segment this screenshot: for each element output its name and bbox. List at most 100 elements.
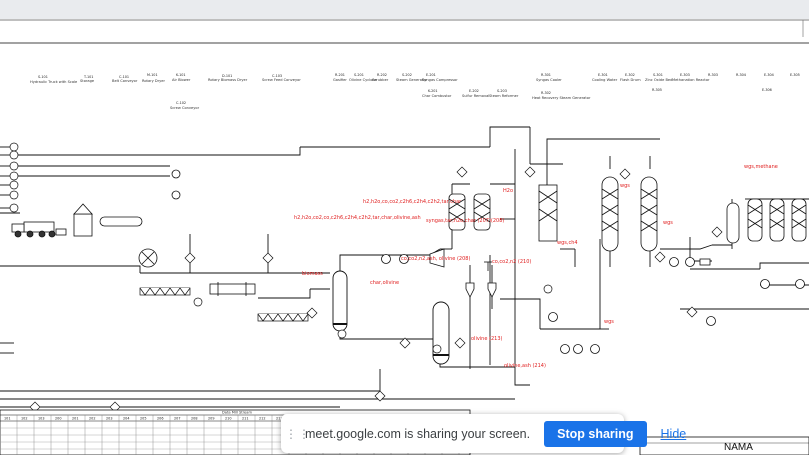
equipment-name: Syngas Compressor <box>422 78 458 82</box>
rotary-dryer-icon <box>138 248 158 268</box>
equipment-tag: R-202 <box>377 73 387 77</box>
equipment-tag: M-101 <box>147 73 158 77</box>
equipment-name: Sulfur Removal <box>462 94 489 98</box>
stream-label-wgs-3: wgs <box>604 319 614 325</box>
equipment-tag: S-101 <box>38 75 48 79</box>
equipment-name: Rotary Dryer <box>142 79 165 83</box>
equipment-name: Screw Conveyor <box>170 106 200 110</box>
stream-id: 209 <box>208 417 214 421</box>
equipment-name: Screw Feed Conveyor <box>262 78 301 82</box>
stream-label-gas-a: h2,h2o,co2,co,c2h6,c2h4,c2h2,tar,char,ol… <box>294 215 421 221</box>
equipment-name: Hydraulic Truck with Scale <box>30 80 78 84</box>
stream-id: 212 <box>259 417 265 421</box>
equipment-name: Olivine Cyclone <box>349 78 378 82</box>
equipment-tag: C-103 <box>272 74 282 78</box>
stream-id: 210 <box>225 417 231 421</box>
stream-id: 205 <box>140 417 146 421</box>
equipment-name: Heat Recovery Steam Generator <box>532 96 591 100</box>
equipment-tag: E-302 <box>625 73 635 77</box>
stream-number-tags <box>29 166 723 413</box>
equipment-tag: E-201 <box>426 73 436 77</box>
equipment-tag: R-304 <box>736 73 746 77</box>
stream-id: 203 <box>106 417 112 421</box>
equipment-name: Gasifier <box>333 78 347 82</box>
blower-icon <box>171 169 181 200</box>
equipment-name: Belt Conveyor <box>112 79 138 83</box>
equipment-name: Storage <box>80 79 95 83</box>
equipment-tag: E-305 <box>790 73 800 77</box>
stop-sharing-button[interactable]: Stop sharing <box>544 420 647 447</box>
syngas-cooler <box>538 184 558 242</box>
equipment-tag: E-304 <box>764 73 774 77</box>
document-viewer: S-101 T-101 C-101 M-101 K-101 C-102 D-10… <box>0 19 809 455</box>
stream-id: 206 <box>157 417 163 421</box>
valve-icon <box>484 258 711 271</box>
stream-label-wgs-2: wgs <box>663 220 673 226</box>
equipment-tag: R-302 <box>541 91 551 95</box>
equipment-tag: E-303 <box>680 73 690 77</box>
belt-conveyor-icon <box>99 216 143 227</box>
equipment-tag: D-101 <box>222 74 232 78</box>
rotary-biomass-dryer-icon <box>209 282 256 296</box>
stream-id: 207 <box>174 417 180 421</box>
cyclone-icon <box>465 282 497 298</box>
stream-label-co: co,co2,n2 (210) <box>492 259 531 265</box>
equipment-tag: E-306 <box>762 88 772 92</box>
stream-label-syngas: syngas,tar,h2o,char (207)(208) <box>426 218 504 224</box>
heat-exchanger-icon <box>381 254 805 354</box>
equipment-tag: K-201 <box>428 89 438 93</box>
stream-annotations: h2,h2o,co2,co,c2h6,c2h4,c2h2,tar,char,ol… <box>294 164 778 369</box>
stream-id: 208 <box>191 417 197 421</box>
stream-id: 202 <box>89 417 95 421</box>
column-1 <box>601 176 658 252</box>
stream-id: 200 <box>55 417 61 421</box>
stream-label-wgs-methane: wgs,methane <box>744 164 778 170</box>
equipment-name: Char Combustor <box>422 94 452 98</box>
stream-label-char-olivine: char,olivine <box>370 280 399 286</box>
equipment-tag: S-203 <box>497 89 507 93</box>
stream-number-circles <box>9 142 553 354</box>
stream-label-h2o: H2o <box>503 188 513 194</box>
equipment-tag: S-301 <box>653 73 663 77</box>
equipment-name: Scrubber <box>372 78 389 82</box>
equipment-tag: R-305 <box>652 88 662 92</box>
stream-label-wgs-1: wgs <box>620 183 630 189</box>
equipment-tag: K-101 <box>176 73 186 77</box>
equipment-name: Cooling Water <box>592 78 618 82</box>
stream-id: 101 <box>4 417 10 421</box>
equipment-tag: C-101 <box>119 75 129 79</box>
equipment-tag: S-201 <box>354 73 364 77</box>
stream-id: 213 <box>276 417 282 421</box>
hide-link[interactable]: Hide <box>660 426 687 441</box>
table-title: Data Mill Stream <box>222 411 252 415</box>
top-strip <box>0 0 809 20</box>
equipment-name: Zinc Oxide Bed <box>645 78 672 82</box>
stream-id: 211 <box>242 417 248 421</box>
stream-id: 103 <box>38 417 44 421</box>
stream-id: 204 <box>123 417 129 421</box>
combustor-vessel <box>432 301 450 365</box>
drag-handle-icon[interactable]: ⋮⋮ <box>285 426 311 441</box>
title-block-name: NAMA <box>724 442 753 453</box>
stream-label-olivine-ash: olivine,ash (214) <box>504 363 546 369</box>
equipment-tag: E-202 <box>469 89 479 93</box>
stream-label-wgs-ch4: wgs,ch4 <box>557 240 578 246</box>
stream-label-biomass: biomass <box>302 271 323 277</box>
stream-label-gas-b: h2,h2o,co,co2,c2h6,c2h4,c2h2,tar,char <box>363 199 462 205</box>
screw-conveyor-icon <box>139 287 309 322</box>
equipment-name: Methanation Reactor <box>672 78 710 82</box>
equipment-name: Air Blower <box>172 78 191 82</box>
truck-icon <box>11 221 67 238</box>
equipment-name: Rotary Biomass Dryer <box>208 78 248 82</box>
reformer-reactor <box>448 193 491 231</box>
stream-id: 201 <box>72 417 78 421</box>
storage-tank-icon <box>73 203 93 237</box>
stream-label-olivine: olivine (213) <box>471 336 503 342</box>
equipment-name: Steam Reformer <box>489 94 519 98</box>
equipment-name: Steam Generator <box>396 78 428 82</box>
screen-share-bar: ⋮⋮ meet.google.com is sharing your scree… <box>281 414 686 453</box>
compressor-icon <box>429 248 445 268</box>
equipment-tag: R-201 <box>335 73 345 77</box>
equipment-tag: R-303 <box>708 73 718 77</box>
stream-id: 102 <box>21 417 27 421</box>
